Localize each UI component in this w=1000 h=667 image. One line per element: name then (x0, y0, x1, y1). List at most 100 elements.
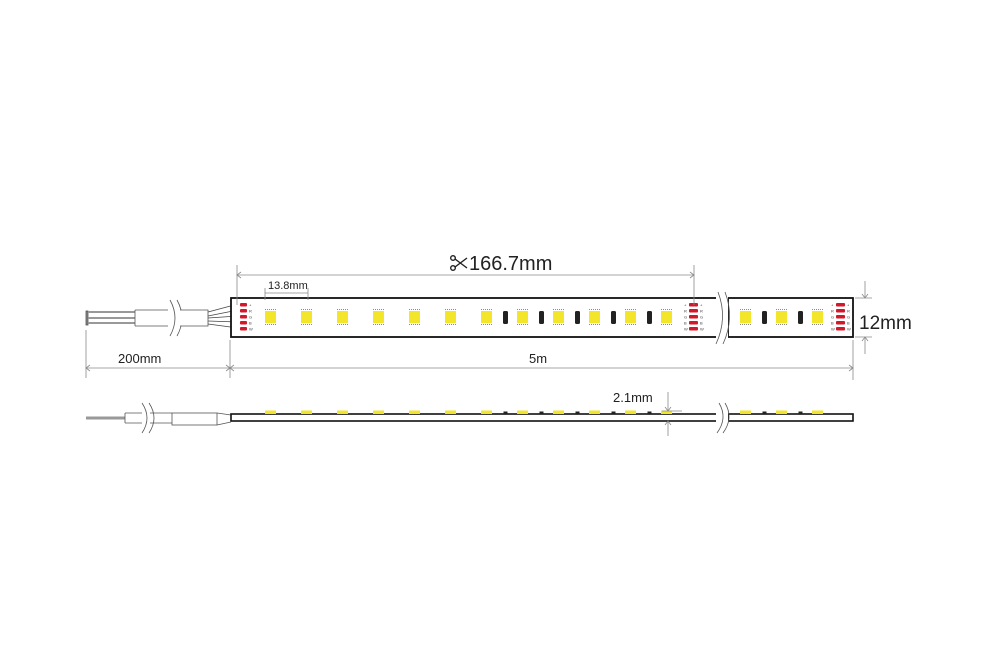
pad-label: R (684, 309, 687, 314)
solder-pad (240, 315, 247, 319)
side-resistor-chip (575, 411, 580, 414)
pad-label: B (684, 321, 687, 326)
pad-label: G (700, 315, 703, 320)
resistor-chip (611, 311, 616, 324)
lead-length-label: 200mm (118, 351, 161, 366)
pad-label: + (847, 303, 850, 308)
side-lead-cable (86, 402, 232, 434)
solder-pad (836, 327, 845, 331)
pad-label: G (831, 315, 834, 320)
led-chip (812, 311, 823, 323)
side-led-chip (409, 410, 420, 414)
solder-pad (836, 303, 845, 307)
thickness-label: 2.1mm (613, 390, 653, 405)
side-led-chip (776, 410, 787, 414)
led-chip (740, 311, 751, 323)
side-resistor-chip (503, 411, 508, 414)
strip-break-icon (716, 402, 730, 434)
side-led-chip (373, 410, 384, 414)
pad-label: R (249, 309, 252, 314)
pad-label: G (684, 315, 687, 320)
top-led-row (265, 309, 823, 325)
solder-pad (240, 327, 247, 331)
pad-label: G (249, 315, 252, 320)
side-led-chip (661, 410, 672, 414)
solder-pad (240, 303, 247, 307)
pad-label: R (700, 309, 703, 314)
side-resistor-chip (762, 411, 767, 414)
solder-pad (689, 303, 698, 307)
led-chip (337, 311, 348, 323)
led-chip (661, 311, 672, 323)
solder-pad (240, 321, 247, 325)
resistor-chip (798, 311, 803, 324)
led-chip (481, 311, 492, 323)
led-chip (301, 311, 312, 323)
pad-label: B (831, 321, 834, 326)
solder-pad (240, 309, 247, 313)
pad-label: W (831, 327, 835, 332)
pad-label: W (847, 327, 851, 332)
pad-label: R (831, 309, 834, 314)
solder-pad (689, 309, 698, 313)
resistor-chip (647, 311, 652, 324)
side-led-chip (740, 410, 751, 414)
side-resistor-chip (539, 411, 544, 414)
side-view (86, 402, 854, 434)
led-chip (517, 311, 528, 323)
solder-pad (836, 309, 845, 313)
solder-pad (836, 315, 845, 319)
side-led-chip (337, 410, 348, 414)
cut-unit-label: 166.7mm (469, 253, 552, 275)
resistor-chip (539, 311, 544, 324)
led-chip (265, 311, 276, 323)
solder-pad (689, 321, 698, 325)
resistor-chip (762, 311, 767, 324)
pad-label: B (249, 321, 252, 326)
side-led-chip (812, 410, 823, 414)
side-led-chip (481, 410, 492, 414)
strip-break-icon (715, 291, 730, 345)
led-chip (776, 311, 787, 323)
pad-label: B (847, 321, 850, 326)
pad-label: B (700, 321, 703, 326)
side-led-row (265, 410, 823, 414)
side-led-chip (589, 410, 600, 414)
side-led-chip (445, 410, 456, 414)
width-label: 12mm (859, 313, 912, 334)
pad-label: W (684, 327, 688, 332)
side-strip-right (727, 413, 854, 422)
led-pitch-label: 13.8mm (268, 280, 308, 292)
led-chip (589, 311, 600, 323)
pad-label: + (831, 303, 834, 308)
side-resistor-chip (647, 411, 652, 414)
led-chip (373, 311, 384, 323)
resistor-chip (575, 311, 580, 324)
pad-label: W (249, 327, 253, 332)
scissors-icon (450, 254, 468, 271)
solder-pad (689, 315, 698, 319)
pad-label: + (249, 303, 252, 308)
side-resistor-chip (611, 411, 616, 414)
pad-label: G (847, 315, 850, 320)
pad-label: R (847, 309, 850, 314)
lead-cable (85, 299, 239, 337)
led-chip (409, 311, 420, 323)
side-resistor-chip (798, 411, 803, 414)
led-chip (625, 311, 636, 323)
side-led-chip (625, 410, 636, 414)
solder-pad (689, 327, 698, 331)
side-led-chip (265, 410, 276, 414)
pad-label: + (684, 303, 687, 308)
resistor-chip (503, 311, 508, 324)
led-chip (553, 311, 564, 323)
led-chip (445, 311, 456, 323)
dimension-labels: 166.7mm 13.8mm 12mm 200mm 5m 2.1mm (118, 253, 912, 405)
side-led-chip (553, 410, 564, 414)
side-led-chip (517, 410, 528, 414)
solder-pad (836, 321, 845, 325)
pad-label: + (700, 303, 703, 308)
